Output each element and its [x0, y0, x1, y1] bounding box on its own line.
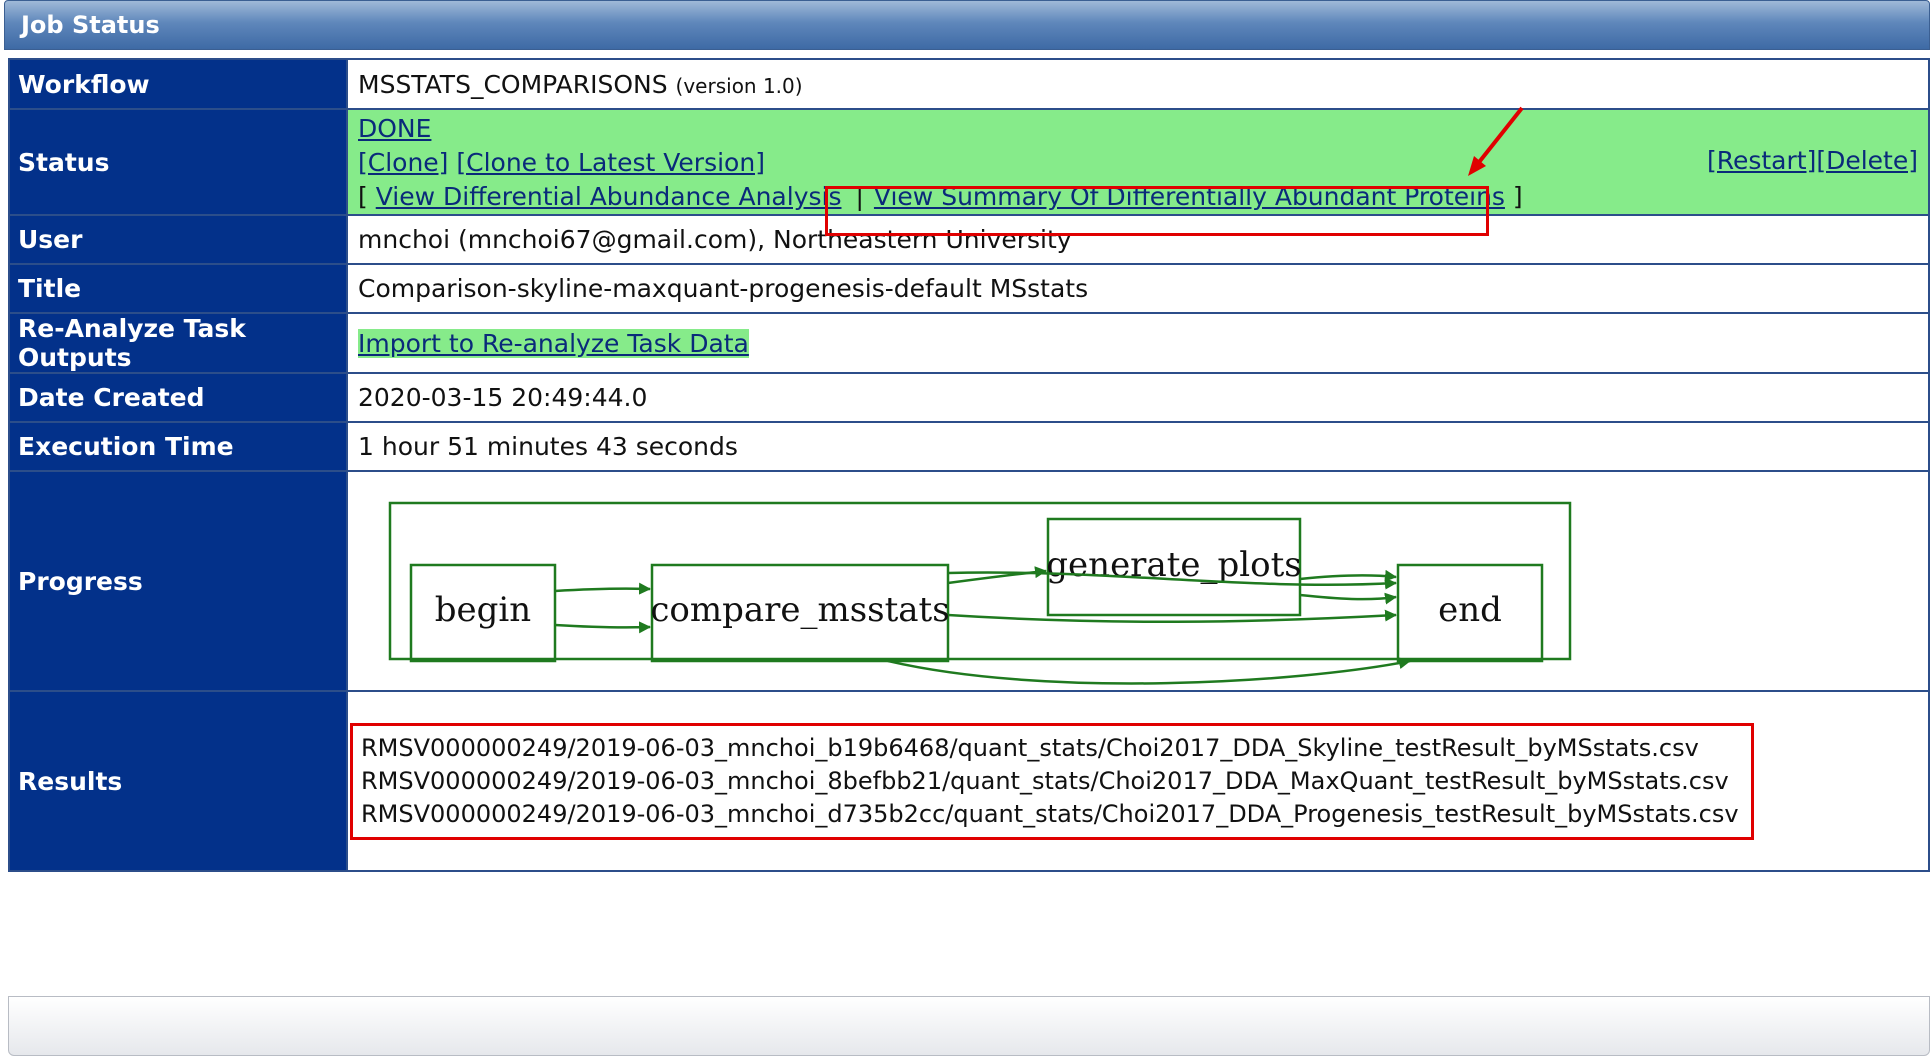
import-reanalyze-link[interactable]: Import to Re-analyze Task Data: [358, 328, 749, 358]
edge-plots-end-1: [1299, 569, 1397, 582]
date-created-label: Date Created: [8, 372, 348, 423]
date-created-row: Date Created 2020-03-15 20:49:44.0: [8, 372, 1930, 423]
result-file[interactable]: RMSV000000249/2019-06-03_mnchoi_b19b6468…: [361, 733, 1699, 762]
clone-link[interactable]: [Clone]: [358, 148, 449, 177]
view-differential-abundance-link[interactable]: View Differential Abundance Analysis: [375, 182, 842, 211]
panel-title: Job Status: [21, 11, 160, 39]
results-highlight-box: RMSV000000249/2019-06-03_mnchoi_b19b6468…: [350, 722, 1754, 840]
user-label: User: [8, 214, 348, 265]
result-file[interactable]: RMSV000000249/2019-06-03_mnchoi_d735b2cc…: [361, 799, 1739, 828]
bracket-open: [: [358, 182, 368, 211]
status-actions: [Restart][Delete]: [1707, 146, 1918, 175]
workflow-value: MSSTATS_COMPARISONS (version 1.0): [346, 58, 1930, 110]
title-value: Comparison-skyline-maxquant-progenesis-d…: [346, 263, 1930, 314]
annotation-arrow: [1468, 106, 1524, 176]
status-row: Status DONE [Clone] [Clone to Latest Ver…: [8, 108, 1930, 216]
title-label: Title: [8, 263, 348, 314]
user-value: mnchoi (mnchoi67@gmail.com), Northeaster…: [346, 214, 1930, 265]
bracket-close: ]: [1512, 182, 1523, 211]
edge-compare-end-2: [947, 609, 1397, 624]
progress-value: begin compare_msstats generate_plots end: [346, 470, 1930, 692]
node-end-label: end: [1438, 590, 1502, 630]
progress-label: Progress: [8, 470, 348, 692]
delete-link[interactable]: [Delete]: [1816, 146, 1918, 175]
edge-compare-end-1: [947, 571, 1397, 590]
reanalyze-row: Re-Analyze Task Outputs Import to Re-ana…: [8, 312, 1930, 374]
execution-time-row: Execution Time 1 hour 51 minutes 43 seco…: [8, 421, 1930, 472]
execution-time-label: Execution Time: [8, 421, 348, 472]
reanalyze-value: Import to Re-analyze Task Data: [346, 312, 1930, 374]
job-details-table: Workflow MSSTATS_COMPARISONS (version 1.…: [8, 58, 1930, 872]
panel-footer: [8, 996, 1930, 1056]
node-compare-label: compare_msstats: [650, 590, 949, 630]
node-compare-msstats[interactable]: [650, 563, 950, 663]
edge-plots-end-2: [1299, 592, 1397, 605]
job-status-panel: Job Status Workflow MSSTATS_COMPARISONS …: [4, 0, 1932, 1060]
node-begin-label: begin: [435, 590, 531, 630]
status-done-link[interactable]: DONE: [358, 114, 432, 143]
workflow-row: Workflow MSSTATS_COMPARISONS (version 1.…: [8, 58, 1930, 110]
panel-header: Job Status: [4, 0, 1930, 50]
user-row: User mnchoi (mnchoi67@gmail.com), Northe…: [8, 214, 1930, 265]
node-generate-plots[interactable]: [1046, 517, 1302, 617]
progress-row: Progress begin compare_msstats gen: [8, 470, 1930, 692]
results-value: RMSV000000249/2019-06-03_mnchoi_b19b6468…: [346, 690, 1930, 872]
summary-link-highlight-box: [825, 186, 1489, 236]
results-row: Results RMSV000000249/2019-06-03_mnchoi_…: [8, 690, 1930, 872]
reanalyze-label: Re-Analyze Task Outputs: [8, 312, 348, 374]
result-file[interactable]: RMSV000000249/2019-06-03_mnchoi_8befbb21…: [361, 766, 1729, 795]
results-label: Results: [8, 690, 348, 872]
execution-time-value: 1 hour 51 minutes 43 seconds: [346, 421, 1930, 472]
edge-begin-compare-1: [554, 582, 651, 595]
edge-compare-end-3: [887, 657, 1411, 685]
node-end[interactable]: [1396, 563, 1544, 663]
link-separator: |: [855, 182, 864, 211]
restart-link[interactable]: [Restart]: [1706, 146, 1817, 175]
title-row: Title Comparison-skyline-maxquant-progen…: [8, 263, 1930, 314]
graph-cluster-box: [388, 501, 1572, 661]
workflow-label: Workflow: [8, 58, 348, 110]
status-value: DONE [Clone] [Clone to Latest Version] […: [346, 108, 1930, 216]
status-label: Status: [8, 108, 348, 216]
workflow-name: MSSTATS_COMPARISONS: [358, 69, 668, 99]
clone-latest-link[interactable]: [Clone to Latest Version]: [456, 148, 765, 177]
date-created-value: 2020-03-15 20:49:44.0: [346, 372, 1930, 423]
node-begin[interactable]: [409, 563, 557, 663]
edge-begin-compare-2: [554, 621, 651, 634]
workflow-graph: begin compare_msstats generate_plots end: [388, 501, 1572, 685]
workflow-version: (version 1.0): [675, 73, 803, 98]
